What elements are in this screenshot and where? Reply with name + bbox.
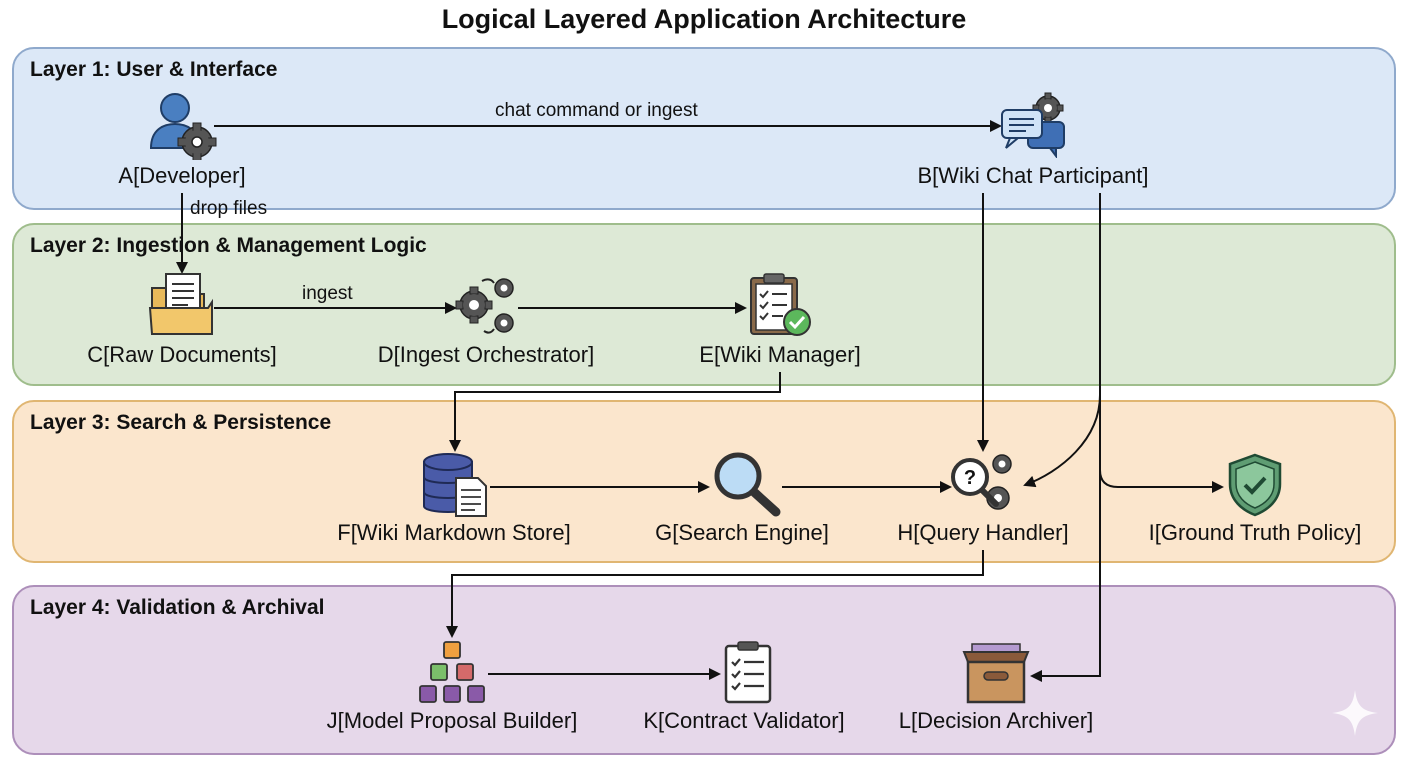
- node-l-label: L[Decision Archiver]: [898, 708, 1094, 733]
- node-k-label: K[Contract Validator]: [643, 708, 845, 733]
- blocks-pyramid-icon: [419, 641, 485, 703]
- developer-gear-icon: [149, 93, 217, 160]
- node-j-label: J[Model Proposal Builder]: [326, 708, 578, 733]
- edge-label-a-b: chat command or ingest: [495, 100, 698, 121]
- node-d-label: D[Ingest Orchestrator]: [377, 342, 595, 367]
- edge-e-f: [449, 372, 781, 452]
- clipboard-check-icon: [750, 273, 811, 336]
- edge-h-j: [446, 550, 984, 638]
- layer-2-title: Layer 2: Ingestion & Management Logic: [30, 234, 427, 257]
- node-h-label: H[Query Handler]: [897, 520, 1069, 545]
- checklist-icon: [724, 641, 772, 704]
- node-e-label: E[Wiki Manager]: [699, 342, 861, 367]
- diagram-title: Logical Layered Application Architecture: [441, 4, 967, 34]
- edge-b-l: [1030, 470, 1101, 682]
- node-f-label: F[Wiki Markdown Store]: [337, 520, 571, 545]
- edge-label-c-d: ingest: [302, 283, 353, 304]
- edge-b-h-curve: [1023, 193, 1101, 488]
- node-a-label: A[Developer]: [118, 163, 246, 188]
- layer-4-title: Layer 4: Validation & Archival: [30, 596, 325, 619]
- shield-check-icon: [1228, 453, 1282, 517]
- node-g-label: G[Search Engine]: [655, 520, 829, 545]
- edge-b-i: [1099, 395, 1224, 493]
- archive-box-icon: [962, 643, 1030, 704]
- node-c-label: C[Raw Documents]: [87, 342, 277, 367]
- layer-3-title: Layer 3: Search & Persistence: [30, 411, 332, 434]
- edge-label-a-c: drop files: [190, 198, 268, 219]
- layer-1-panel: Layer 1: User & Interface: [12, 47, 1396, 210]
- gears-cycle-icon: [455, 278, 514, 334]
- node-i-label: I[Ground Truth Policy]: [1148, 520, 1362, 545]
- layer-2-panel: Layer 2: Ingestion & Management Logic: [12, 223, 1396, 386]
- chat-bubbles-gear-icon: [1001, 92, 1065, 158]
- node-b-label: B[Wiki Chat Participant]: [917, 163, 1149, 188]
- magnifier-icon: [714, 452, 781, 517]
- layer-1-title: Layer 1: User & Interface: [30, 58, 278, 81]
- sparkle-icon: [1332, 690, 1378, 736]
- layer-4-panel: Layer 4: Validation & Archival: [12, 585, 1396, 755]
- folder-document-icon: [148, 273, 213, 335]
- svg-text:?: ?: [964, 467, 976, 489]
- database-document-icon: [423, 453, 487, 517]
- question-gear-icon: ?: [951, 454, 1012, 510]
